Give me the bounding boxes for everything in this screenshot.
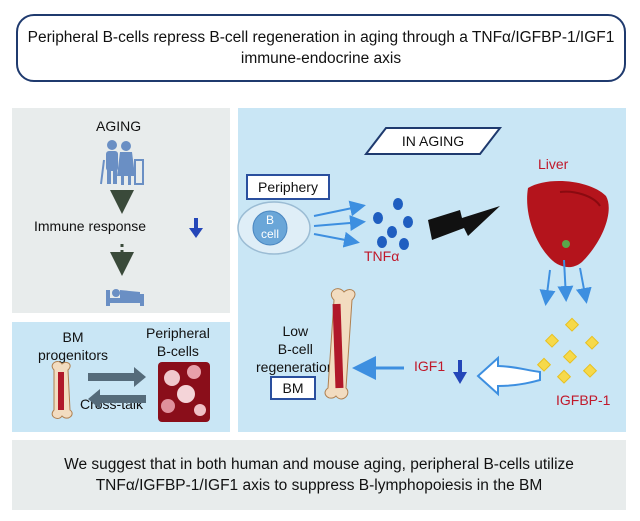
bedridden-person-icon bbox=[106, 289, 144, 306]
bone-icon-large bbox=[324, 288, 356, 400]
hollow-arrow bbox=[476, 355, 541, 397]
igfbp1-label: IGFBP-1 bbox=[556, 392, 611, 408]
bcells-micrograph-image bbox=[158, 362, 210, 422]
peripheral-bcells-line2: B-cells bbox=[156, 343, 199, 359]
igfbp1-molecules bbox=[536, 317, 600, 384]
svg-text:B: B bbox=[266, 213, 274, 227]
low-regeneration-label: Low B-cell regeneration bbox=[256, 322, 335, 376]
liver-icon bbox=[527, 181, 609, 268]
immune-response-label: Immune response bbox=[34, 218, 147, 234]
bcell-icon: B cell bbox=[237, 201, 311, 255]
bm-progenitors-label: BM progenitors bbox=[38, 328, 108, 364]
liver-arrows bbox=[539, 259, 592, 306]
conclusion-panel: We suggest that in both human and mouse … bbox=[12, 440, 626, 510]
tnfa-molecules bbox=[373, 198, 413, 250]
crosstalk-arrows bbox=[88, 367, 146, 409]
down-arrow-icon bbox=[189, 218, 203, 238]
bm-label: BM bbox=[270, 376, 316, 400]
igf1-down-arrow-icon bbox=[453, 360, 467, 384]
igf1-label: IGF1 bbox=[414, 358, 446, 374]
bm-progenitors-line2: progenitors bbox=[38, 347, 109, 363]
low-regen-line2: B-cell bbox=[277, 341, 313, 357]
tnfa-label: TNFα bbox=[364, 248, 400, 264]
liver-label: Liver bbox=[538, 156, 569, 172]
peripheral-bcells-line1: Peripheral bbox=[146, 325, 210, 341]
bone-icon-small bbox=[51, 361, 73, 419]
conclusion-text: We suggest that in both human and mouse … bbox=[64, 456, 574, 494]
in-aging-banner: IN AGING bbox=[363, 127, 503, 155]
aging-label: AGING bbox=[96, 118, 142, 134]
elderly-couple-icon bbox=[100, 140, 144, 185]
bm-progenitors-line1: BM bbox=[62, 329, 84, 345]
periphery-label: Periphery bbox=[246, 174, 330, 200]
lightning-bolt-icon bbox=[428, 206, 500, 240]
bcell-arrows bbox=[313, 200, 366, 248]
peripheral-bcells-label: Peripheral B-cells bbox=[146, 324, 210, 360]
low-regen-line1: Low bbox=[282, 323, 309, 339]
low-regen-line3: regeneration bbox=[256, 359, 335, 375]
title: Peripheral B-cells repress B-cell regene… bbox=[27, 29, 615, 67]
in-aging-text: IN AGING bbox=[402, 133, 464, 149]
title-box: Peripheral B-cells repress B-cell regene… bbox=[16, 14, 626, 82]
svg-text:cell: cell bbox=[261, 227, 279, 241]
